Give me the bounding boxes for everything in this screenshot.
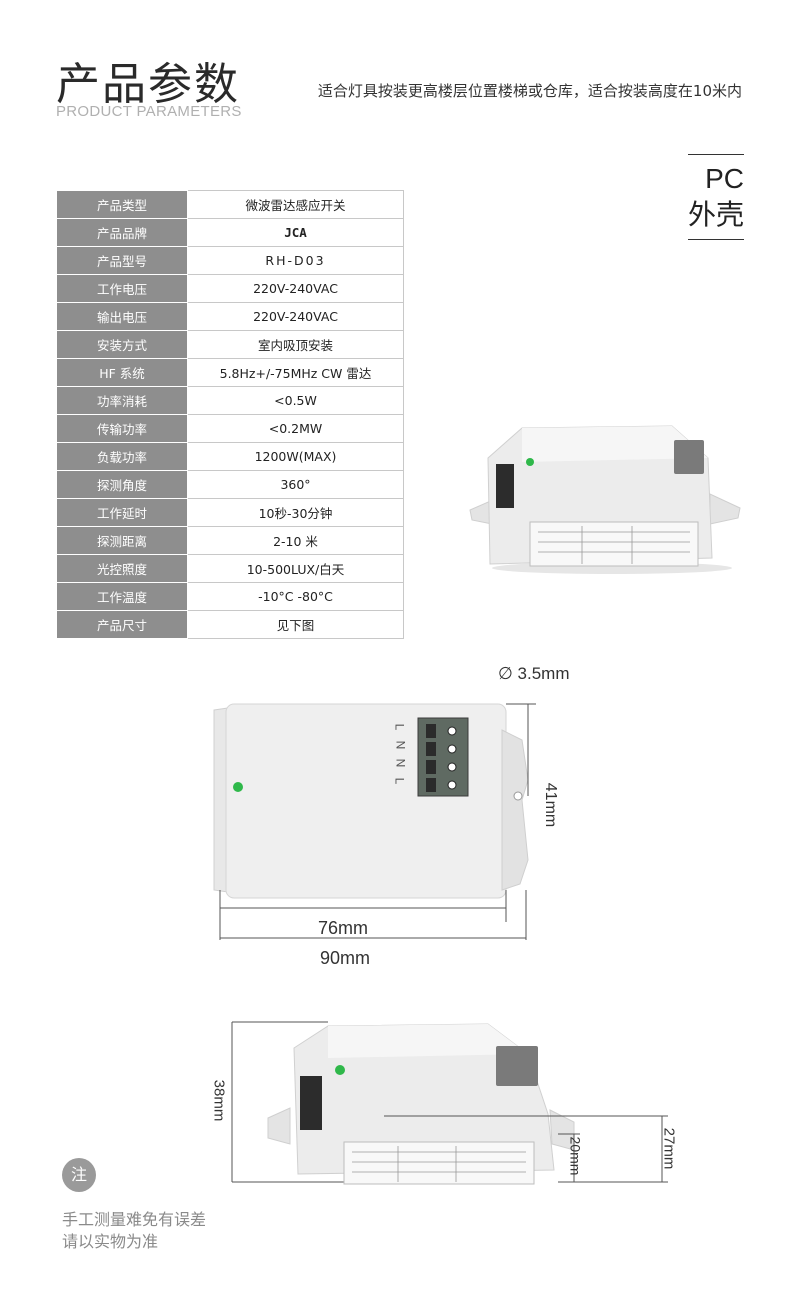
spec-label: 探测距离 — [56, 526, 188, 555]
spec-row: 工作温度-10°C -80°C — [56, 582, 404, 611]
spec-label: 光控照度 — [56, 554, 188, 583]
spec-value: 微波雷达感应开关 — [187, 190, 404, 219]
spec-row: 传输功率<0.2MW — [56, 414, 404, 443]
spec-value: <0.5W — [187, 386, 404, 415]
spec-label: 产品类型 — [56, 190, 188, 219]
spec-label: 工作延时 — [56, 498, 188, 527]
housing-line1: PC — [705, 163, 744, 194]
dim-hole: ∅ 3.5mm — [498, 664, 570, 683]
spec-value: JCA — [187, 218, 404, 247]
spec-label: HF 系统 — [56, 358, 188, 387]
product-photo — [469, 425, 741, 574]
spec-label: 产品品牌 — [56, 218, 188, 247]
dim-outer-width: 90mm — [320, 948, 371, 968]
spec-value: 1200W(MAX) — [187, 442, 404, 471]
dim-total-height: 38mm — [210, 1079, 228, 1122]
note-line-1: 手工测量难免有误差 — [62, 1210, 207, 1229]
spec-label: 负载功率 — [56, 442, 188, 471]
spec-value: 220V-240VAC — [187, 274, 404, 303]
spec-value: 室内吸顶安装 — [187, 330, 404, 359]
housing-line2: 外壳 — [688, 198, 745, 231]
spec-value: <0.2MW — [187, 414, 404, 443]
terminal-label-3: N — [393, 758, 408, 768]
top-view-drawing — [213, 703, 536, 940]
spec-label: 安装方式 — [56, 330, 188, 359]
spec-value: RH-D03 — [187, 246, 404, 275]
note-line-2: 请以实物为准 — [62, 1232, 159, 1251]
spec-label: 产品尺寸 — [56, 610, 188, 639]
spec-label: 产品型号 — [56, 246, 188, 275]
dim-low-height: 20mm — [567, 1136, 584, 1176]
spec-label: 功率消耗 — [56, 386, 188, 415]
spec-label: 探测角度 — [56, 470, 188, 499]
spec-value: 360° — [187, 470, 404, 499]
dim-height-top: 41mm — [542, 782, 560, 828]
spec-row: 安装方式室内吸顶安装 — [56, 330, 404, 359]
housing-tag: PC 外壳 — [688, 154, 744, 240]
terminal-label-1: L — [392, 723, 407, 731]
dim-mid-height: 27mm — [660, 1127, 678, 1170]
spec-label: 工作温度 — [56, 582, 188, 611]
tagline: 适合灯具按装更高楼层位置楼梯或仓库，适合按装高度在10米内 — [317, 82, 742, 100]
note-badge: 注 — [62, 1158, 96, 1192]
terminal-label-2: N — [393, 740, 408, 750]
spec-value: 2-10 米 — [187, 526, 404, 555]
spec-label: 传输功率 — [56, 414, 188, 443]
page-title: 产品参数 — [56, 59, 240, 110]
spec-value: -10°C -80°C — [187, 582, 404, 611]
spec-row: 产品类型微波雷达感应开关 — [56, 190, 404, 219]
page-subtitle: PRODUCT PARAMETERS — [56, 103, 242, 120]
spec-value: 10-500LUX/白天 — [187, 554, 404, 583]
dim-inner-width: 76mm — [318, 918, 369, 938]
spec-label: 输出电压 — [56, 302, 188, 331]
spec-row: 功率消耗<0.5W — [56, 386, 404, 415]
spec-row: 产品尺寸见下图 — [56, 610, 404, 639]
spec-value: 220V-240VAC — [187, 302, 404, 331]
spec-value: 5.8Hz+/-75MHz CW 雷达 — [187, 358, 404, 387]
spec-value: 见下图 — [187, 610, 404, 639]
terminal-label-4: L — [392, 777, 407, 785]
spec-value: 10秒-30分钟 — [187, 498, 404, 527]
spec-label: 工作电压 — [56, 274, 188, 303]
side-view-drawing — [231, 1021, 668, 1185]
